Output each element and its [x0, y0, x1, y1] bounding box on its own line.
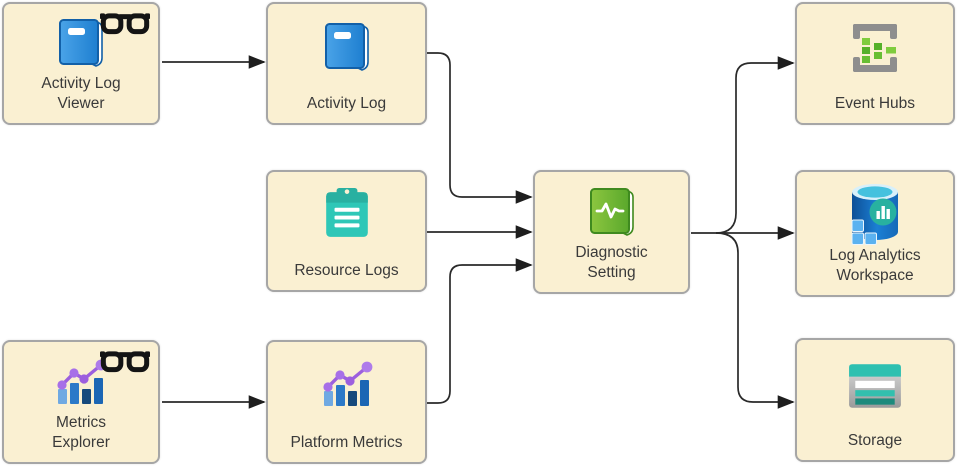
event-hubs-icon	[797, 20, 953, 76]
node-storage: Storage	[795, 338, 955, 462]
node-label: Diagnostic Setting	[575, 244, 648, 282]
log-analytics-cylinder-icon	[797, 182, 953, 248]
edge-diagnostic-setting-to-storage	[715, 232, 795, 409]
node-label: Platform Metrics	[290, 434, 403, 452]
book-blue-icon	[4, 18, 158, 68]
eyeglasses-icon	[100, 348, 150, 383]
node-label: Activity Log	[306, 95, 387, 113]
node-diagnostic-setting: Diagnostic Setting	[533, 170, 690, 294]
storage-table-icon	[797, 362, 953, 410]
node-event-hubs: Event Hubs	[795, 2, 955, 125]
node-label: Log Analytics Workspace	[829, 247, 921, 285]
node-platform-metrics: Platform Metrics	[266, 340, 427, 464]
metrics-chart-icon	[268, 360, 425, 412]
edge-diagnostic-setting-to-event-hubs	[715, 56, 795, 234]
node-label: Resource Logs	[294, 262, 399, 280]
node-log-analytics-workspace: Log Analytics Workspace	[795, 170, 955, 297]
edge-activity-log-to-diagnostic-setting	[427, 52, 533, 204]
metrics-chart-icon	[4, 358, 158, 410]
node-activity-log: Activity Log	[266, 2, 427, 125]
edge-platform-metrics-to-diagnostic-setting	[427, 258, 533, 404]
node-label: Metrics Explorer	[52, 414, 110, 452]
eyeglasses-icon	[100, 10, 150, 45]
node-metrics-explorer: Metrics Explorer	[2, 340, 160, 464]
node-label: Activity Log Viewer	[41, 75, 121, 113]
book-green-pulse-icon	[535, 187, 688, 237]
node-label: Event Hubs	[834, 95, 916, 113]
node-label: Storage	[847, 432, 903, 450]
clipboard-icon	[268, 187, 425, 239]
node-resource-logs: Resource Logs	[266, 170, 427, 292]
node-activity-log-viewer: Activity Log Viewer	[2, 2, 160, 125]
book-blue-icon	[268, 22, 425, 72]
